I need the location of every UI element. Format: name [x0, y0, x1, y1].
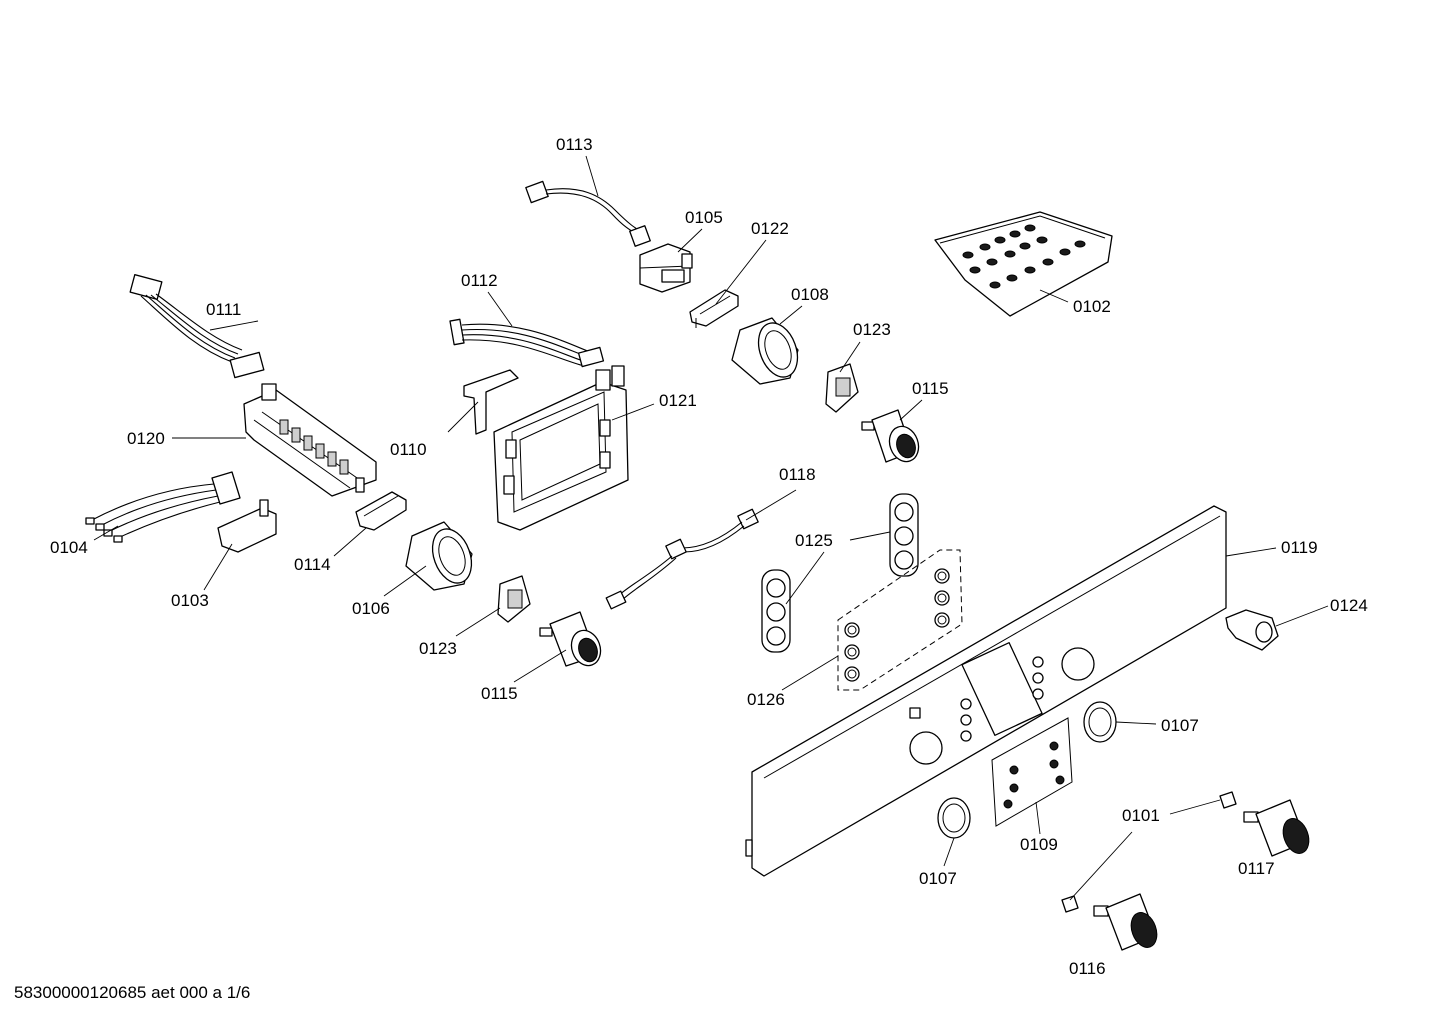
label-0117: 0117	[1238, 859, 1275, 878]
label-0120: 0120	[127, 429, 165, 448]
label-0115a: 0115	[912, 379, 949, 398]
part-0121-electronic-module[interactable]	[493, 365, 629, 531]
label-0105: 0105	[685, 208, 723, 227]
part-0110-lever[interactable]	[463, 369, 519, 435]
part-0102-screw-bag[interactable]	[934, 211, 1113, 317]
part-0108-socket[interactable]	[731, 317, 804, 385]
part-0116-knob[interactable]	[1093, 893, 1161, 951]
label-0115b: 0115	[481, 684, 518, 703]
label-0125: 0125	[795, 531, 833, 550]
part-0123a-bracket[interactable]	[825, 363, 859, 413]
part-0115b-knob[interactable]	[539, 611, 605, 670]
part-0118-cable[interactable]	[605, 508, 759, 610]
label-0111: 0111	[206, 300, 241, 319]
part-0126-button-set[interactable]	[837, 549, 963, 691]
label-0114: 0114	[294, 555, 331, 574]
label-0123b: 0123	[419, 639, 457, 658]
label-0107a: 0107	[1161, 716, 1199, 735]
label-0101: 0101	[1122, 806, 1160, 825]
label-0123a: 0123	[853, 320, 891, 339]
label-0103: 0103	[171, 591, 209, 610]
part-0117-knob[interactable]	[1243, 799, 1313, 857]
label-0104: 0104	[50, 538, 88, 557]
part-0115a-knob[interactable]	[861, 409, 923, 466]
part-0119-control-panel[interactable]	[745, 505, 1227, 877]
label-0118: 0118	[779, 465, 816, 484]
label-0119: 0119	[1281, 538, 1318, 557]
label-0108: 0108	[791, 285, 829, 304]
label-0102: 0102	[1073, 297, 1111, 316]
label-0122: 0122	[751, 219, 789, 238]
part-0112-ribbon-cable[interactable]	[449, 318, 605, 368]
label-0121: 0121	[659, 391, 697, 410]
part-0114-clip[interactable]	[355, 491, 407, 531]
label-0109: 0109	[1020, 835, 1058, 854]
document-number: 58300000120685 aet 000 a 1/6	[14, 983, 250, 1002]
leader-lines	[93, 155, 1329, 901]
part-labels: 0113 0105 0122 0108 0123 0102 0112 0111 …	[50, 135, 1368, 978]
part-0122-clip[interactable]	[689, 289, 739, 328]
label-0112: 0112	[461, 271, 498, 290]
label-0124: 0124	[1330, 596, 1368, 615]
part-0107b-ring[interactable]	[937, 797, 971, 839]
part-0123b-bracket[interactable]	[497, 575, 531, 623]
part-0107a-ring[interactable]	[1083, 701, 1117, 743]
part-0106-socket[interactable]	[405, 521, 478, 591]
part-0101-insert[interactable]	[1061, 791, 1237, 913]
part-0109-screws[interactable]	[991, 717, 1073, 827]
part-0104-cable[interactable]	[85, 471, 241, 543]
label-0116: 0116	[1069, 959, 1106, 978]
part-0111-cable[interactable]	[129, 274, 265, 379]
part-0103-bracket[interactable]	[217, 499, 277, 553]
label-0106: 0106	[352, 599, 390, 618]
label-0113: 0113	[556, 135, 593, 154]
part-0120-relay-block[interactable]	[243, 383, 377, 497]
part-0105-switch[interactable]	[639, 243, 693, 293]
part-0124-latch[interactable]	[1225, 609, 1279, 651]
label-0110: 0110	[390, 440, 427, 459]
label-0107b: 0107	[919, 869, 957, 888]
part-0125-light-guide[interactable]	[761, 493, 919, 653]
label-0126: 0126	[747, 690, 785, 709]
part-0113-cable[interactable]	[525, 180, 651, 247]
